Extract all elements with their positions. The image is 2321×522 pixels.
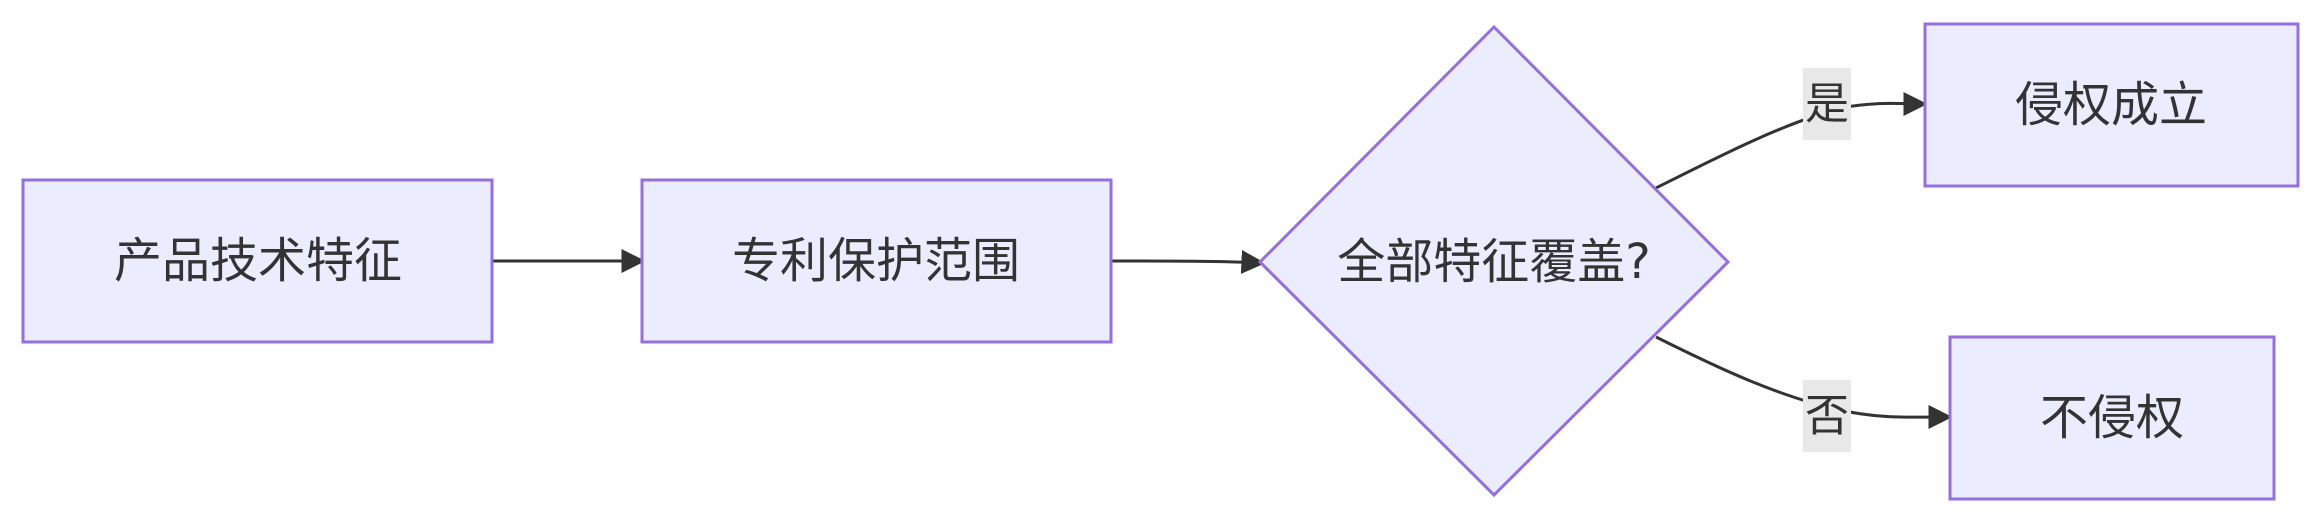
node-infringe-box <box>1923 22 2300 188</box>
edge-label-no-bg <box>1803 380 1851 452</box>
node-product-features: 产品技术特征 <box>21 178 494 344</box>
node-decision-diamond <box>1257 24 1731 498</box>
node-decision: 全部特征覆盖? <box>1257 24 1731 498</box>
edge-scope-to-decision <box>1110 250 1266 274</box>
node-no-infringe: 不侵权 <box>1948 335 2276 501</box>
node-patent-scope-box <box>640 178 1113 344</box>
node-no-infringe-label: 不侵权 <box>2040 390 2184 446</box>
node-product-features-box <box>21 178 494 344</box>
edge-decision-to-infringe <box>1655 91 1928 190</box>
node-no-infringe-box <box>1948 335 2276 501</box>
edge-label-yes-text: 是 <box>1805 79 1849 130</box>
edge-label-yes-bg <box>1803 68 1851 140</box>
node-patent-scope-label: 专利保护范围 <box>732 233 1020 289</box>
node-patent-scope: 专利保护范围 <box>640 178 1113 344</box>
node-infringe: 侵权成立 <box>1923 22 2300 188</box>
edge-label-yes: 是 <box>1803 68 1851 140</box>
node-product-features-label: 产品技术特征 <box>114 233 402 289</box>
node-infringe-label: 侵权成立 <box>2015 77 2207 133</box>
edge-label-no: 否 <box>1803 380 1851 452</box>
edge-label-no-text: 否 <box>1805 391 1849 442</box>
node-decision-label: 全部特征覆盖? <box>1337 234 1650 290</box>
